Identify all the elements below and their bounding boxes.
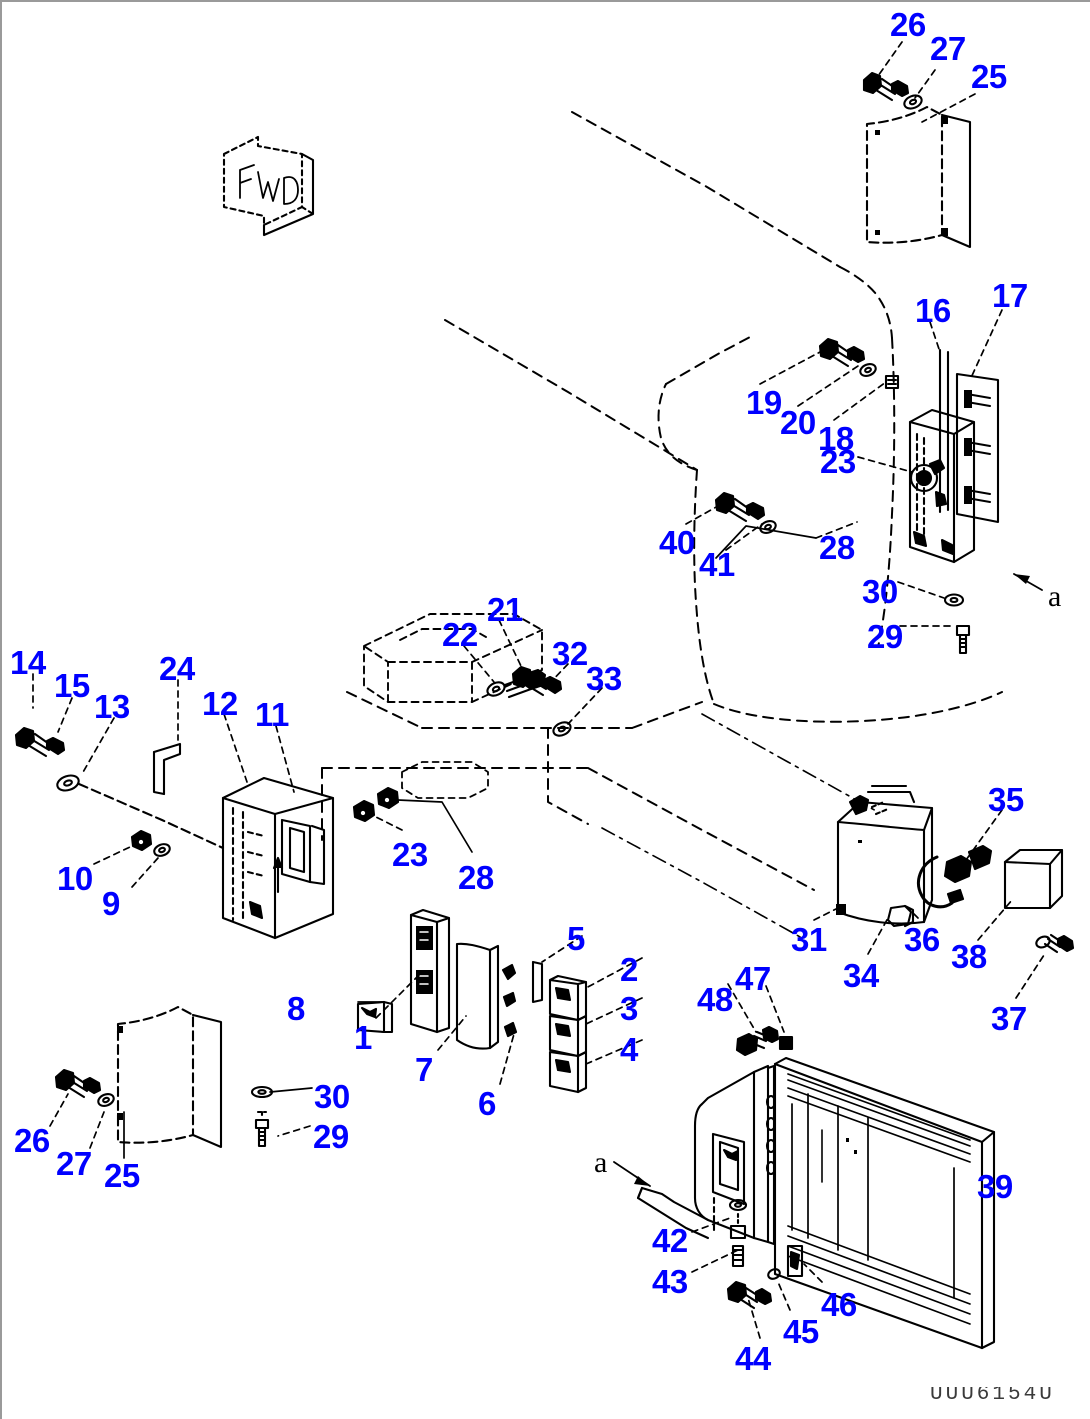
part-13-14-15-rod xyxy=(14,726,225,850)
part-door-frame-left xyxy=(636,1064,777,1246)
callout-44: 44 xyxy=(735,1340,771,1377)
callout-38: 38 xyxy=(951,938,987,975)
callout-20: 20 xyxy=(780,404,816,441)
callout-46: 46 xyxy=(821,1286,857,1323)
part-31-cover xyxy=(836,784,934,925)
callout-25-upper: 25 xyxy=(971,58,1007,95)
callout-35: 35 xyxy=(988,781,1024,818)
part-25-upper xyxy=(865,105,972,249)
part-25-lower xyxy=(116,1005,223,1149)
reference-mark-a-lower: a xyxy=(594,1146,608,1179)
callout-16: 16 xyxy=(915,292,951,329)
part-11-12-box xyxy=(221,776,335,940)
part-1 xyxy=(409,908,451,1034)
callout-40: 40 xyxy=(659,524,695,561)
callout-2: 2 xyxy=(620,951,638,988)
callout-33: 33 xyxy=(586,660,622,697)
callout-48: 48 xyxy=(697,981,733,1018)
callout-47: 47 xyxy=(735,960,771,997)
callout-29-upper: 29 xyxy=(867,618,903,655)
callout-42: 42 xyxy=(652,1222,688,1259)
callout-43: 43 xyxy=(652,1263,688,1300)
callout-14: 14 xyxy=(10,644,46,681)
reference-mark-a-right: a xyxy=(1048,580,1062,613)
part-42-43 xyxy=(728,1198,748,1268)
callout-29-lower: 29 xyxy=(313,1118,349,1155)
drawing-code-watermark: UUU6154U xyxy=(930,1387,1080,1406)
callout-31: 31 xyxy=(791,921,827,958)
part-47-48 xyxy=(735,1025,794,1057)
callout-15: 15 xyxy=(54,667,90,704)
callout-26-upper: 26 xyxy=(890,6,926,43)
callout-3: 3 xyxy=(620,990,638,1027)
callout-21: 21 xyxy=(487,591,523,628)
part-30-29-right xyxy=(943,593,971,655)
part-40-41 xyxy=(714,491,777,534)
callout-25-lower: 25 xyxy=(104,1157,140,1194)
callout-8: 8 xyxy=(287,990,305,1027)
part-30-29-lower xyxy=(250,1085,274,1148)
part-44-45-46 xyxy=(726,1244,804,1310)
callout-1: 1 xyxy=(354,1019,372,1056)
callout-17: 17 xyxy=(992,277,1028,314)
part-24-bracket xyxy=(152,742,182,796)
drawing-code-text: UUU6154U xyxy=(930,1387,1055,1406)
part-9-10 xyxy=(130,829,171,857)
callout-39: 39 xyxy=(977,1168,1013,1205)
part-26-27-upper xyxy=(862,71,923,110)
callout-27-upper: 27 xyxy=(930,30,966,67)
callout-30-lower: 30 xyxy=(314,1078,350,1115)
callout-7: 7 xyxy=(415,1051,433,1088)
callout-41: 41 xyxy=(699,546,735,583)
part-16-17-assembly xyxy=(908,348,1000,564)
callout-23-upper: 23 xyxy=(820,443,856,480)
callout-45: 45 xyxy=(783,1313,819,1350)
callout-32: 32 xyxy=(552,635,588,672)
callout-4: 4 xyxy=(620,1031,638,1068)
callout-11: 11 xyxy=(255,696,289,733)
callout-9: 9 xyxy=(102,885,120,922)
part-7 xyxy=(455,942,500,1050)
part-35-hinge xyxy=(917,844,993,909)
callout-19: 19 xyxy=(746,384,782,421)
callout-36: 36 xyxy=(904,921,940,958)
callout-10: 10 xyxy=(57,860,93,897)
part-37-fastener xyxy=(1035,933,1075,954)
callout-27-lower: 27 xyxy=(56,1145,92,1182)
part-8 xyxy=(356,1000,394,1034)
part-5-6 xyxy=(501,960,544,1038)
callout-28-upper: 28 xyxy=(819,529,855,566)
part-26-27-lower xyxy=(54,1068,115,1107)
callout-34: 34 xyxy=(843,957,879,994)
callout-28-left: 28 xyxy=(458,859,494,896)
callout-13: 13 xyxy=(94,688,130,725)
callout-5: 5 xyxy=(567,920,585,957)
callout-22: 22 xyxy=(442,616,478,653)
callout-37: 37 xyxy=(991,1000,1027,1037)
part-2-3-4 xyxy=(548,974,588,1094)
fwd-marker-icon xyxy=(222,135,315,237)
callout-18: 18 xyxy=(818,420,854,457)
part-23-28-left xyxy=(352,786,400,823)
callout-30-upper: 30 xyxy=(862,573,898,610)
callout-26-lower: 26 xyxy=(14,1122,50,1159)
callout-12: 12 xyxy=(202,685,238,722)
part-32-33 xyxy=(511,665,572,737)
callout-24: 24 xyxy=(159,650,195,687)
part-39-door xyxy=(773,1056,996,1350)
part-19-20-18 xyxy=(818,337,900,390)
part-38-bracket xyxy=(1003,848,1064,910)
callout-23-left: 23 xyxy=(392,836,428,873)
callout-6: 6 xyxy=(478,1085,496,1122)
